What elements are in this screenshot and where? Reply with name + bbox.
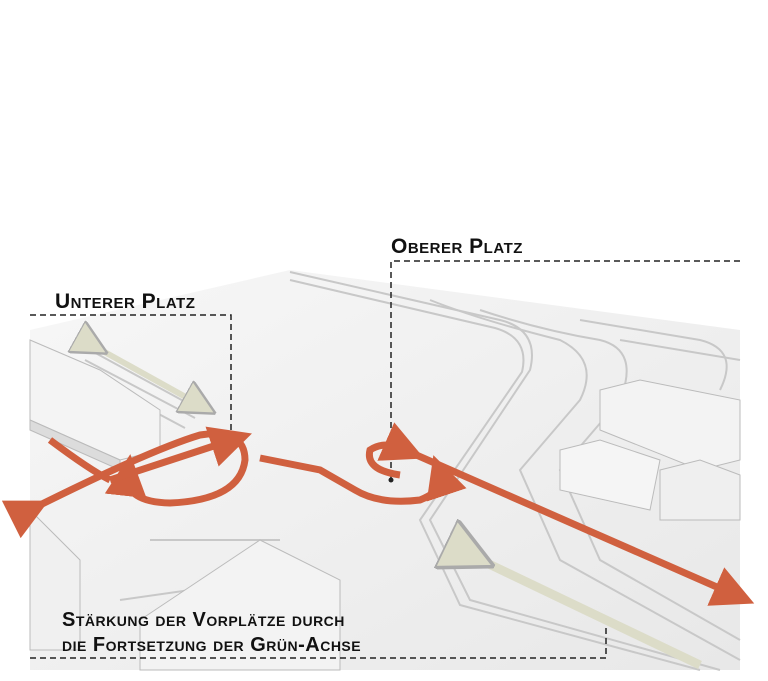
movement-arrows <box>1 422 755 606</box>
label-unterer-platz: Unterer Platz <box>55 290 196 313</box>
green-axis-arrow-upper <box>92 345 200 405</box>
label-oberer-platz: Oberer Platz <box>391 235 523 258</box>
caption-line-2: die Fortsetzung der Grün-Achse <box>62 634 362 656</box>
dashed-leaders <box>30 260 740 659</box>
marker-dot-upper <box>388 477 394 483</box>
marker-dot-lower <box>228 447 234 453</box>
caption-line-1: Stärkung der Vorplätze durch <box>62 609 345 631</box>
